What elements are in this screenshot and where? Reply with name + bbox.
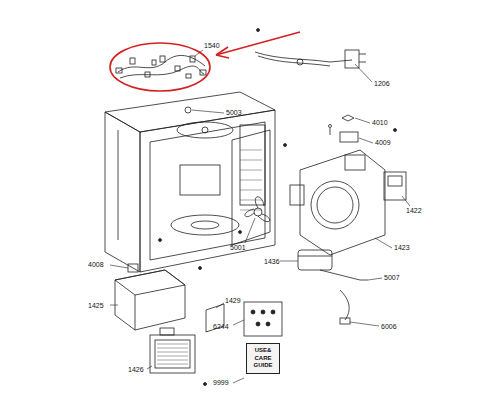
booklet-title: USE& CARE GUIDE bbox=[249, 347, 277, 370]
callout-number: 1429 bbox=[225, 297, 241, 304]
transformer bbox=[115, 264, 185, 330]
callout-number: 1422 bbox=[406, 207, 422, 214]
callout-number: 1540 bbox=[204, 42, 220, 49]
small-parts bbox=[329, 115, 359, 142]
screw-packet bbox=[244, 302, 282, 336]
fan-blade bbox=[245, 197, 270, 222]
guide-booklet: USE& CARE GUIDE bbox=[246, 343, 280, 374]
callout-number: 5007 bbox=[384, 274, 400, 281]
highlight-ellipse bbox=[110, 43, 210, 91]
callout-number: 4010 bbox=[372, 119, 388, 126]
fan-bracket bbox=[290, 150, 385, 255]
screws bbox=[159, 29, 397, 386]
cavity-chassis bbox=[105, 92, 275, 272]
power-cord bbox=[255, 50, 366, 68]
leader-lines bbox=[110, 50, 410, 383]
wire-harness bbox=[116, 55, 206, 78]
red-arrow bbox=[216, 32, 300, 58]
callout-number: 1425 bbox=[88, 302, 104, 309]
callout-number: 1436 bbox=[264, 258, 280, 265]
capacitor bbox=[298, 250, 368, 280]
washer bbox=[185, 107, 191, 113]
callout-number: 1423 bbox=[394, 244, 410, 251]
callout-number: 5003 bbox=[226, 109, 242, 116]
thermal-part bbox=[384, 172, 406, 200]
callout-number: 5001 bbox=[230, 244, 246, 251]
magnetron bbox=[150, 328, 195, 373]
callout-number: 4009 bbox=[375, 139, 391, 146]
callout-number: 4008 bbox=[88, 261, 104, 268]
callout-number: 6244 bbox=[213, 323, 229, 330]
callout-number: 9999 bbox=[213, 379, 229, 386]
callout-number: 1426 bbox=[128, 366, 144, 373]
callout-number: 6006 bbox=[381, 323, 397, 330]
callout-number: 1206 bbox=[374, 80, 390, 87]
diode bbox=[340, 290, 350, 324]
control-panel bbox=[232, 130, 270, 245]
